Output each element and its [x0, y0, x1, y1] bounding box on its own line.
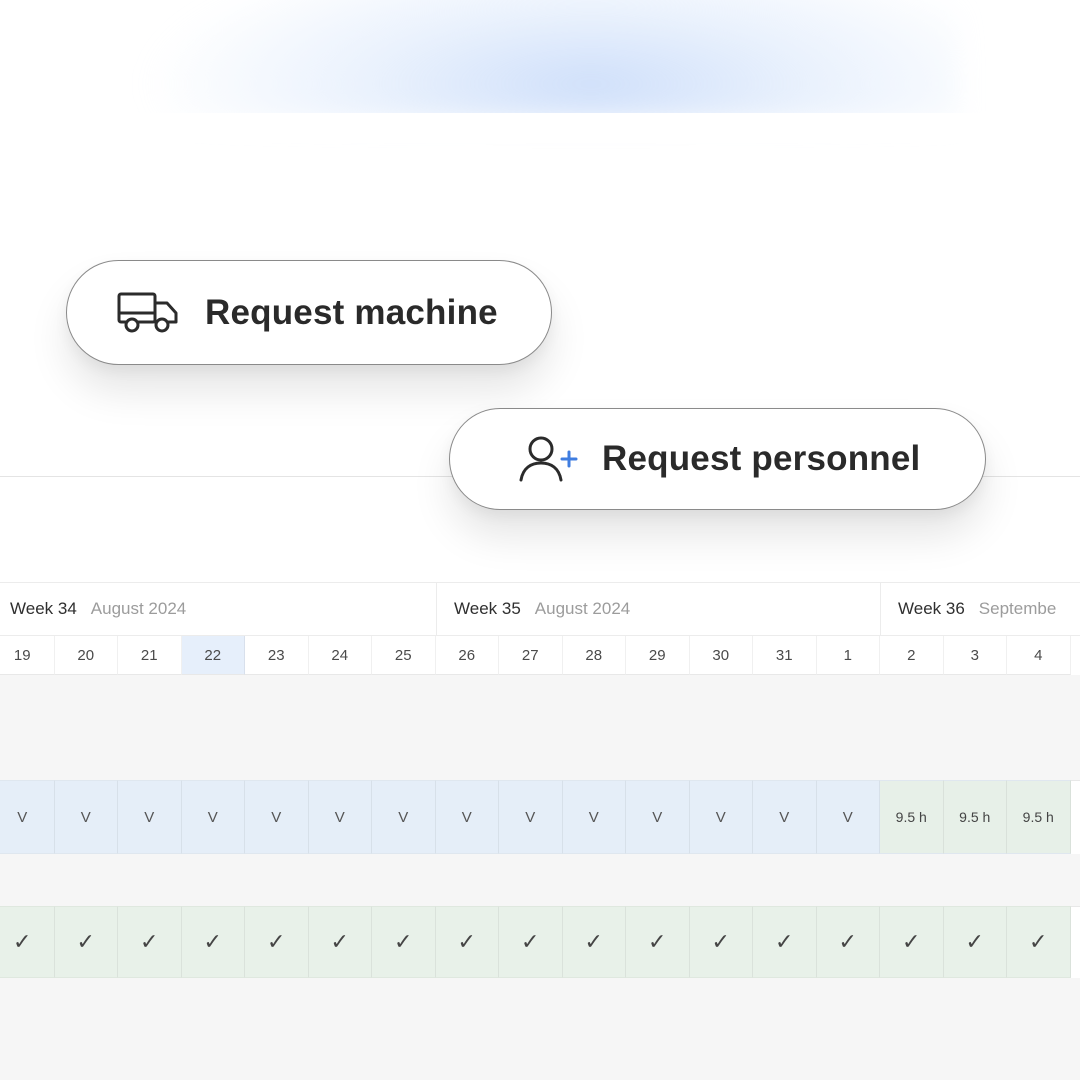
request-personnel-button[interactable]: Request personnel [449, 408, 986, 510]
week-label: Week 34 [10, 599, 77, 618]
check-cell[interactable]: ✓ [181, 906, 245, 978]
check-cell[interactable]: ✓ [499, 906, 563, 978]
availability-cell[interactable]: 9.5 h [880, 780, 944, 854]
check-cell[interactable]: ✓ [245, 906, 309, 978]
availability-cell[interactable]: V [54, 780, 118, 854]
day-cell[interactable]: 27 [499, 636, 563, 675]
availability-cell[interactable]: V [626, 780, 690, 854]
day-cell[interactable]: 31 [753, 636, 817, 675]
day-cell[interactable]: 2 [880, 636, 944, 675]
schedule-calendar: Week 34 August 2024 Week 35 August 2024 … [0, 582, 1080, 1080]
availability-cell[interactable]: V [181, 780, 245, 854]
availability-cell[interactable]: V [816, 780, 880, 854]
week-label: Week 35 [454, 599, 521, 618]
user-add-icon [519, 436, 578, 482]
check-cell[interactable]: ✓ [943, 906, 1007, 978]
availability-cell[interactable]: V [499, 780, 563, 854]
day-cell[interactable]: 23 [245, 636, 309, 675]
check-cell[interactable]: ✓ [372, 906, 436, 978]
month-label: August 2024 [534, 599, 631, 618]
availability-cell[interactable]: V [753, 780, 817, 854]
week-35-header: Week 35 August 2024 [436, 582, 880, 636]
week-header-row: Week 34 August 2024 Week 35 August 2024 … [0, 582, 1080, 636]
check-cell[interactable]: ✓ [880, 906, 944, 978]
month-label: Septembe [978, 599, 1057, 618]
day-cell[interactable]: 29 [626, 636, 690, 675]
availability-cell[interactable]: V [435, 780, 499, 854]
check-cell[interactable]: ✓ [0, 906, 55, 978]
check-cell[interactable]: ✓ [118, 906, 182, 978]
day-cell[interactable]: 4 [1007, 636, 1071, 675]
day-cell[interactable]: 28 [562, 636, 626, 675]
check-cell[interactable]: ✓ [689, 906, 753, 978]
availability-cell[interactable]: V [245, 780, 309, 854]
day-cell[interactable]: 19 [0, 636, 55, 675]
day-cell[interactable]: 21 [118, 636, 182, 675]
availability-cell[interactable]: 9.5 h [943, 780, 1007, 854]
empty-row [0, 675, 1080, 729]
check-cell[interactable]: ✓ [562, 906, 626, 978]
availability-cell[interactable]: V [562, 780, 626, 854]
week-36-header: Week 36 Septembe [880, 582, 1080, 636]
empty-row [0, 728, 1080, 781]
day-cell[interactable]: 26 [435, 636, 499, 675]
request-personnel-label: Request personnel [602, 439, 921, 478]
day-cell[interactable]: 30 [689, 636, 753, 675]
check-cell[interactable]: ✓ [1007, 906, 1071, 978]
day-cell[interactable]: 22 [181, 636, 245, 675]
availability-cell[interactable]: V [118, 780, 182, 854]
availability-cell[interactable]: V [372, 780, 436, 854]
check-cell[interactable]: ✓ [435, 906, 499, 978]
request-machine-label: Request machine [205, 292, 498, 332]
day-cell[interactable]: 3 [943, 636, 1007, 675]
day-cell[interactable]: 25 [372, 636, 436, 675]
truck-icon [117, 292, 178, 332]
day-cell[interactable]: 20 [54, 636, 118, 675]
availability-cell[interactable]: V [308, 780, 372, 854]
month-label: August 2024 [90, 599, 187, 618]
availability-cell[interactable]: 9.5 h [1007, 780, 1071, 854]
week-label: Week 36 [898, 599, 965, 618]
availability-cell[interactable]: V [689, 780, 753, 854]
check-cell[interactable]: ✓ [54, 906, 118, 978]
availability-cell[interactable]: V [0, 780, 55, 854]
day-cell[interactable]: 24 [308, 636, 372, 675]
request-machine-button[interactable]: Request machine [66, 260, 552, 365]
check-cell[interactable]: ✓ [753, 906, 817, 978]
header-glow [140, 0, 960, 120]
empty-row [0, 978, 1080, 1080]
day-cell[interactable]: 1 [816, 636, 880, 675]
check-cell[interactable]: ✓ [626, 906, 690, 978]
check-cell[interactable]: ✓ [816, 906, 880, 978]
check-cell[interactable]: ✓ [308, 906, 372, 978]
confirmation-row: ✓✓✓✓✓✓✓✓✓✓✓✓✓✓✓✓✓ [0, 906, 1080, 978]
week-34-header: Week 34 August 2024 [0, 582, 436, 636]
empty-row [0, 854, 1080, 907]
